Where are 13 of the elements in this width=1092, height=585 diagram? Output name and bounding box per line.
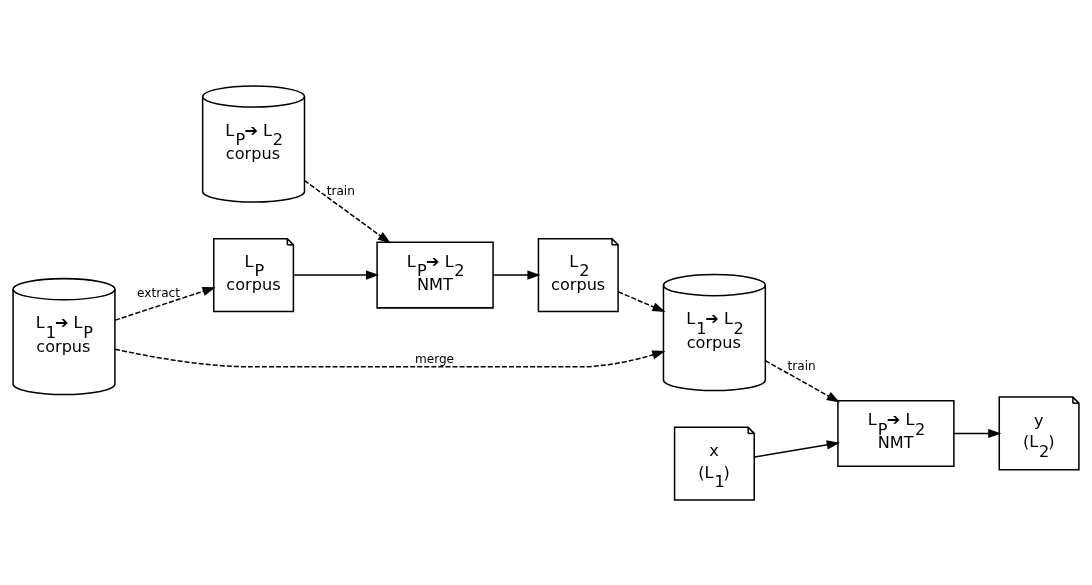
arrow: [617, 290, 666, 312]
arrow: [764, 359, 840, 402]
edge-label: train: [326, 183, 355, 198]
edge-label: merge: [414, 351, 455, 366]
arrow: [492, 270, 541, 280]
edge-label: extract: [137, 285, 181, 300]
arrow: [303, 179, 391, 243]
arrow: [114, 347, 666, 368]
arrow: [753, 439, 840, 458]
arrow: [953, 428, 1002, 438]
arrow: [292, 270, 380, 280]
arrow: [114, 286, 216, 321]
edge-label: train: [787, 358, 816, 373]
